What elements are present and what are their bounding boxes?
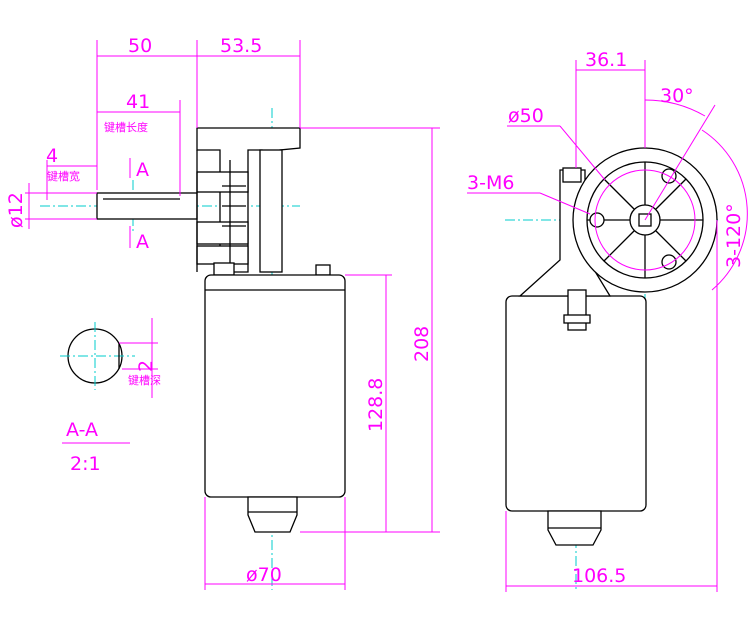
dim-106-5-label: 106.5 bbox=[572, 565, 626, 587]
dim-phi50-label: ø50 bbox=[508, 105, 544, 127]
section-view-a-a: 2 键槽深 A-A 2:1 bbox=[60, 318, 161, 475]
dimension-53-5: 53.5 bbox=[197, 35, 301, 128]
dimension-phi12: ø12 bbox=[5, 183, 97, 229]
keyway-width-label: 键槽宽 bbox=[47, 169, 80, 183]
dimension-50: 50 bbox=[96, 35, 198, 190]
dimension-106-5: 106.5 bbox=[505, 220, 718, 592]
housing-ribs bbox=[587, 162, 703, 278]
section-scale: 2:1 bbox=[70, 453, 101, 475]
dimension-208: 208 bbox=[300, 127, 440, 533]
terminal-block bbox=[567, 289, 587, 331]
section-mark-bottom: A bbox=[136, 231, 149, 253]
dimension-phi70: ø70 bbox=[204, 497, 346, 590]
dim-4-label: 4 bbox=[46, 145, 58, 167]
mount-hole-bottom bbox=[661, 254, 677, 270]
dim-30deg-label: 30° bbox=[660, 85, 694, 107]
output-shaft bbox=[96, 192, 198, 220]
end-view: 36.1 30° ø50 3-M6 3-120° bbox=[467, 49, 748, 592]
keyway-length-label: 键槽长度 bbox=[104, 120, 148, 134]
dimension-30-degrees: 30° bbox=[644, 85, 716, 221]
dimension-128-8: 128.8 bbox=[345, 274, 392, 533]
dimension-phi50: ø50 bbox=[507, 105, 606, 181]
section-mark-top: A bbox=[136, 159, 149, 181]
motor-body bbox=[204, 274, 346, 498]
dim-phi12-label: ø12 bbox=[5, 192, 27, 228]
dim-50-label: 50 bbox=[128, 35, 152, 57]
dim-3-120deg-label: 3-120° bbox=[723, 203, 745, 268]
dimension-4: 4 键槽宽 bbox=[46, 145, 97, 200]
dim-41-label: 41 bbox=[126, 91, 150, 113]
gearbox-housing bbox=[196, 127, 331, 276]
mount-hole-left bbox=[589, 212, 605, 228]
dim-36-1-label: 36.1 bbox=[585, 49, 627, 71]
end-view-gearbox bbox=[518, 169, 612, 297]
dim-2-label: 2 bbox=[135, 360, 157, 372]
motor-end-cap bbox=[247, 496, 298, 533]
dim-phi70-label: ø70 bbox=[246, 564, 282, 586]
side-view: 50 53.5 41 键槽长度 4 键槽宽 ø12 A bbox=[5, 35, 440, 590]
dim-3-m6-label: 3-M6 bbox=[467, 172, 514, 194]
shaft-section-circle bbox=[67, 328, 123, 384]
dimension-3-120-degrees: 3-120° bbox=[701, 129, 748, 291]
dim-208-label: 208 bbox=[411, 326, 433, 362]
dimension-3-m6: 3-M6 bbox=[467, 172, 591, 215]
dimension-41: 41 键槽长度 bbox=[97, 91, 181, 196]
keyway-depth-label: 键槽深 bbox=[128, 373, 161, 387]
section-title: A-A bbox=[66, 419, 98, 441]
dimension-36-1: 36.1 bbox=[575, 49, 646, 168]
bolt-circle bbox=[594, 169, 696, 271]
dim-128-8-label: 128.8 bbox=[365, 378, 387, 432]
dim-53-5-label: 53.5 bbox=[220, 35, 262, 57]
